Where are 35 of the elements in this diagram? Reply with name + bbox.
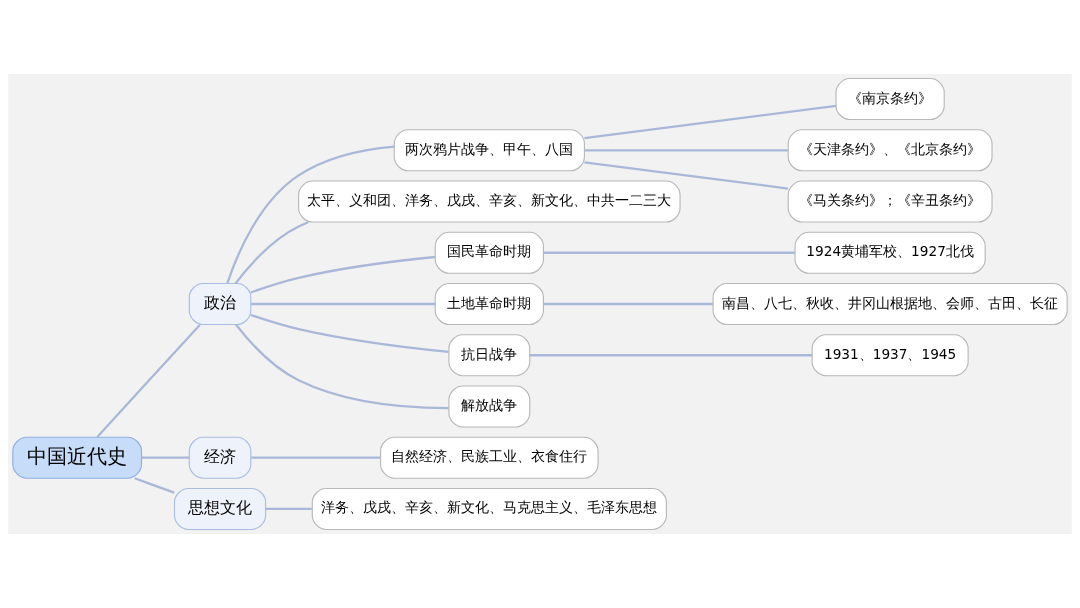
node-box: 中国近代史: [12, 436, 143, 479]
connector: [96, 324, 201, 438]
node-box: 国民革命时期: [434, 231, 544, 274]
connector: [584, 149, 788, 152]
node-box: 经济: [188, 436, 252, 479]
connector: [251, 456, 381, 459]
node-box: 《天津条约》、《北京条约》: [787, 129, 993, 172]
node-box: 自然经济、民族工业、衣食住行: [380, 436, 599, 479]
node-box: 1924黄埔军校、1927北伐: [794, 231, 986, 274]
node-box: 南昌、八七、秋收、井冈山根据地、会师、古田、长征: [712, 282, 1068, 326]
connector: [543, 302, 713, 306]
node-box: 《南京条约》: [835, 78, 945, 121]
node-box: 洋务、戊戌、辛亥、新文化、马克思主义、毛泽东思想: [311, 487, 667, 531]
connector: [543, 251, 795, 254]
node-box: 1931、1937、1945: [811, 334, 969, 377]
connector: [134, 477, 175, 494]
connector: [234, 323, 449, 410]
node-box: 抗日战争: [448, 334, 531, 377]
node-box: 太平、义和团、洋务、戊戌、辛亥、新文化、中共一二三大: [298, 180, 681, 223]
connector: [584, 161, 789, 190]
node-box: 思想文化: [173, 487, 267, 531]
node-box: 解放战争: [448, 385, 531, 428]
node-box: 土地革命时期: [434, 282, 544, 326]
connector: [250, 313, 449, 353]
node-box: 两次鸦片战争、甲午、八国: [393, 129, 585, 172]
node-box: 《马关条约》；《辛丑条约》: [787, 180, 993, 223]
node-box: 政治: [188, 282, 252, 326]
connector: [251, 302, 436, 306]
connector: [234, 221, 309, 285]
connector: [529, 354, 812, 357]
connector: [265, 507, 312, 511]
connector: [250, 255, 436, 294]
connector: [226, 145, 395, 284]
connector: [584, 104, 837, 140]
connector: [141, 456, 190, 459]
